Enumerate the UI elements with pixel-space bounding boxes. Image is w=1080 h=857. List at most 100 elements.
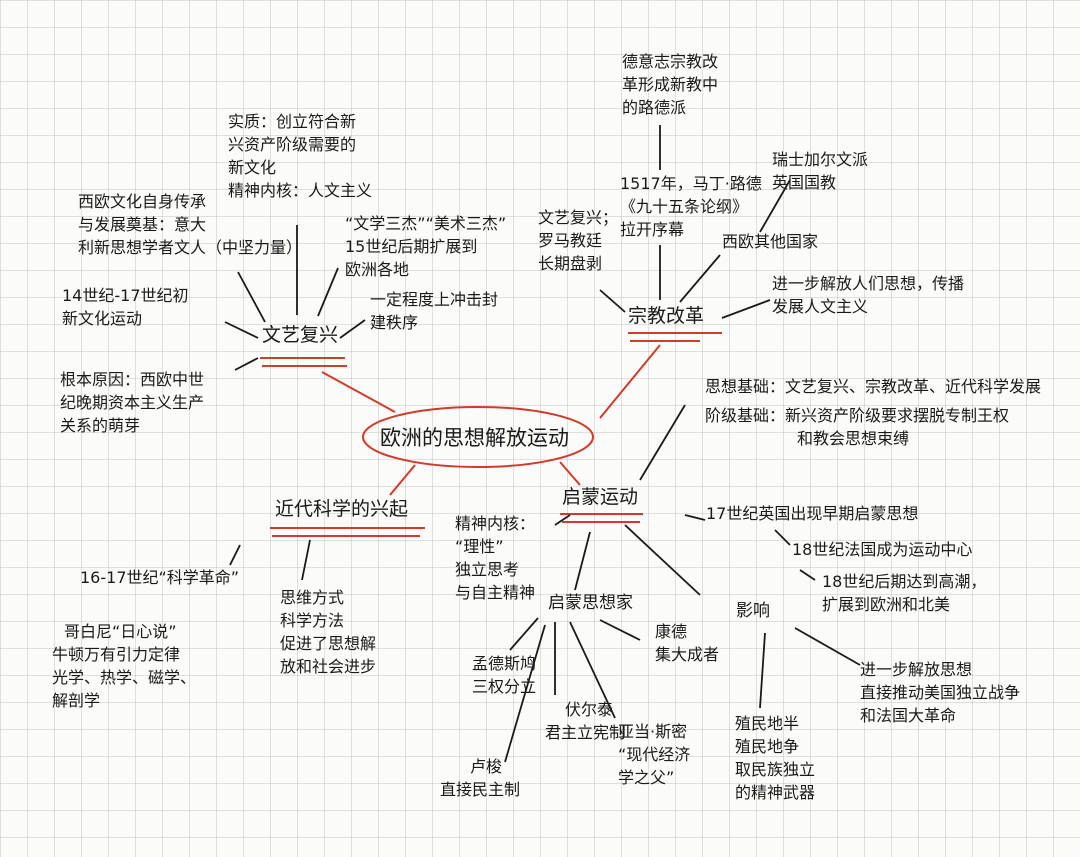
renaissance-foundation: 西欧文化自身传承 与发展奠基：意大 利新思想学者文人（中坚力量）	[78, 190, 302, 259]
text-line: 和教会思想束缚	[797, 429, 910, 448]
text-line: 康德	[655, 622, 688, 641]
thinker-adam-smith: 亚当·斯密 “现代经济 学之父”	[618, 720, 690, 789]
text-line: 促进了思想解	[280, 634, 377, 653]
text-line: 拉开序幕	[620, 220, 685, 239]
center-ellipse	[362, 406, 594, 468]
text-line: 实质：创立符合新	[228, 112, 357, 131]
black-connectors	[224, 125, 861, 763]
text-line: 关系的萌芽	[60, 416, 141, 435]
text-line: 殖民地争	[735, 737, 800, 756]
text-line: 光学、热学、磁学、	[52, 668, 197, 687]
reformation-start: 1517年，马丁·路德 《九十五条论纲》 拉开序幕	[620, 172, 762, 241]
renaissance-time: 14世纪-17世纪初 新文化运动	[62, 284, 189, 330]
text-line: 卢梭	[470, 757, 503, 776]
text-line: 建秩序	[370, 313, 419, 332]
text-line: 取民族独立	[735, 760, 816, 779]
enlightenment-basis: 思想基础：文艺复兴、宗教改革、近代科学发展 阶级基础：新兴资产阶级要求摆脱专制王…	[705, 375, 1041, 450]
text-line: 孟德斯鸠	[472, 654, 537, 673]
renaissance-essence: 实质：创立符合新 兴资产阶级需要的 新文化 精神内核：人文主义	[228, 110, 372, 202]
text-line: 思维方式	[280, 588, 345, 607]
text-line: 与发展奠基：意大	[78, 215, 207, 234]
text-line: 精神内核：	[455, 514, 536, 533]
thinker-rousseau: 卢梭 直接民主制	[440, 755, 520, 801]
reformation-germany: 德意志宗教改 革形成新教中 的路德派	[622, 50, 718, 119]
text-line: 新文化	[228, 158, 277, 177]
influence-colonies: 殖民地半 殖民地争 取民族独立 的精神武器	[735, 712, 815, 804]
text-line: 进一步解放人们思想，传播	[772, 274, 965, 293]
text-line: 三权分立	[472, 677, 537, 696]
text-line: 伏尔泰	[565, 700, 614, 719]
text-line: 扩展到欧洲和北美	[822, 595, 951, 614]
text-line: 哥白尼“日心说”	[64, 622, 177, 641]
text-line: 独立思考	[455, 560, 520, 579]
thinker-kant: 康德 集大成者	[655, 620, 719, 666]
text-line: 利新思想学者文人（中坚力量）	[78, 238, 303, 257]
renaissance-cause: 根本原因：西欧中世 纪晚期资本主义生产 关系的萌芽	[60, 368, 204, 437]
enlightenment-core: 精神内核： “理性” 独立思考 与自主精神	[455, 512, 535, 604]
text-line: 根本原因：西欧中世	[60, 370, 205, 389]
text-line: 直接推动美国独立战争	[860, 683, 1021, 702]
text-line: 与自主精神	[455, 583, 536, 602]
text-line: 解剖学	[52, 691, 101, 710]
enlightenment-stage-2: 18世纪法国成为运动中心	[792, 540, 973, 559]
enlightenment-influence: 影响	[736, 601, 770, 621]
text-line: 的路德派	[622, 98, 687, 117]
topic-science: 近代科学的兴起	[275, 498, 409, 520]
text-line: 西欧文化自身传承	[78, 192, 207, 211]
text-line: 文艺复兴；	[538, 208, 619, 227]
text-line: “文学三杰”“美术三杰”	[345, 214, 507, 233]
text-line: 亚当·斯密	[618, 722, 688, 741]
topic-renaissance: 文艺复兴	[262, 324, 339, 346]
reformation-calvin-anglican: 瑞士加尔文派 英国国教	[772, 148, 868, 194]
text-line: 1517年，马丁·路德	[620, 174, 762, 193]
text-line: 进一步解放思想	[860, 660, 973, 679]
text-line: 罗马教廷	[538, 231, 603, 250]
text-line: 思想基础：文艺复兴、宗教改革、近代科学发展	[705, 377, 1042, 396]
text-line: “现代经济	[618, 745, 691, 764]
text-line: 14世纪-17世纪初	[62, 286, 189, 305]
text-line: 欧洲各地	[345, 260, 410, 279]
text-line: 18世纪后期达到高潮，	[822, 572, 987, 591]
topic-reformation: 宗教改革	[628, 305, 705, 327]
topic-enlightenment: 启蒙运动	[562, 486, 639, 508]
enlightenment-thinkers: 启蒙思想家	[548, 593, 633, 613]
text-line: 集大成者	[655, 645, 720, 664]
text-line: “理性”	[455, 537, 504, 556]
reformation-cause: 文艺复兴； 罗马教廷 长期盘剥	[538, 206, 618, 275]
text-line: 精神内核：人文主义	[228, 181, 373, 200]
text-line: 直接民主制	[440, 780, 521, 799]
science-achievements: 哥白尼“日心说” 牛顿万有引力定律 光学、热学、磁学、 解剖学	[52, 620, 196, 712]
science-time: 16-17世纪“科学革命”	[80, 568, 240, 587]
text-line: 和法国大革命	[860, 706, 957, 725]
central-topic: 欧洲的思想解放运动	[380, 426, 569, 450]
influence-revolutions: 进一步解放思想 直接推动美国独立战争 和法国大革命	[860, 658, 1020, 727]
text-line: 的精神武器	[735, 783, 816, 802]
thinker-montesquieu: 孟德斯鸠 三权分立	[472, 652, 536, 698]
text-line: 殖民地半	[735, 714, 800, 733]
text-line: 阶级基础：新兴资产阶级要求摆脱专制王权	[705, 406, 1010, 425]
enlightenment-stage-1: 17世纪英国出现早期启蒙思想	[706, 504, 919, 523]
text-line: 15世纪后期扩展到	[345, 237, 478, 256]
text-line: 发展人文主义	[772, 297, 869, 316]
text-line: 英国国教	[772, 173, 837, 192]
reformation-impact: 进一步解放人们思想，传播 发展人文主义	[772, 272, 964, 318]
text-line: 长期盘剥	[538, 254, 603, 273]
enlightenment-stage-3: 18世纪后期达到高潮， 扩展到欧洲和北美	[822, 570, 986, 616]
text-line: 新文化运动	[62, 309, 143, 328]
text-line: 德意志宗教改	[622, 52, 719, 71]
text-line: 兴资产阶级需要的	[228, 135, 357, 154]
red-connectors	[260, 332, 722, 537]
text-line: 革形成新教中	[622, 75, 719, 94]
renaissance-spread: “文学三杰”“美术三杰” 15世纪后期扩展到 欧洲各地	[345, 212, 506, 281]
science-impact: 思维方式 科学方法 促进了思想解 放和社会进步	[280, 586, 376, 678]
text-line: 放和社会进步	[280, 657, 377, 676]
reformation-other-countries: 西欧其他国家	[722, 232, 819, 251]
text-line: 科学方法	[280, 611, 345, 630]
renaissance-impact: 一定程度上冲击封 建秩序	[370, 288, 498, 334]
text-line: 《九十五条论纲》	[620, 197, 749, 216]
text-line: 牛顿万有引力定律	[52, 645, 181, 664]
text-line: 纪晚期资本主义生产	[60, 393, 205, 412]
text-line: 学之父”	[618, 768, 675, 787]
text-line: 一定程度上冲击封	[370, 290, 499, 309]
